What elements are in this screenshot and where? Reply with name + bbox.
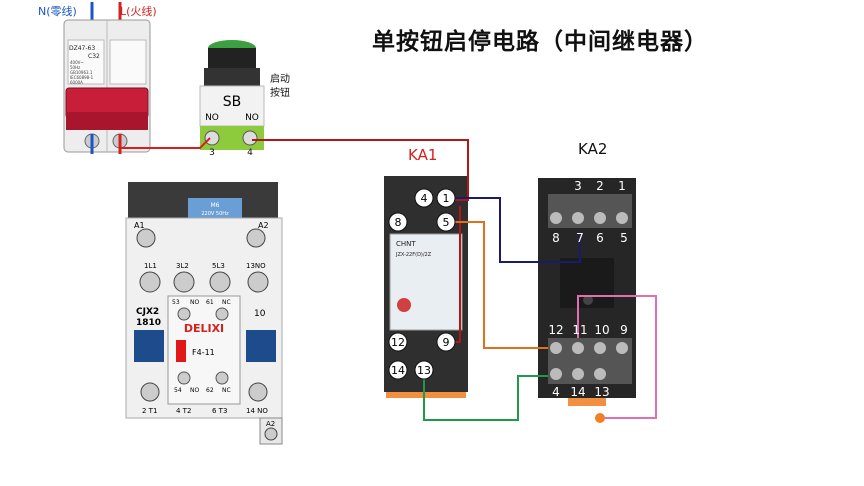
contactor-a2: A2 xyxy=(258,221,269,230)
ka2-row2-8: 8 xyxy=(552,231,560,245)
start-button[interactable]: SB NO NO 3 4 启动 按钮 xyxy=(199,40,290,158)
contactor-main-bottom-4: 14 NO xyxy=(246,407,268,415)
breaker-spec1: 400V~ xyxy=(70,60,84,65)
button-no-right: NO xyxy=(245,113,259,123)
aux-model: F4-11 xyxy=(192,348,215,357)
contactor: M6 220V 50Hz A1 A2 1L1 3L2 5L3 13NO 53 N… xyxy=(125,182,283,445)
aux-brand: DELIXI xyxy=(184,322,224,335)
ka1-terminal-1: 1 xyxy=(443,192,450,205)
contactor-nameplate-text: M6 xyxy=(211,202,220,209)
aux-top-1: 53 xyxy=(172,299,180,306)
wire-button-to-ka1-1 xyxy=(252,139,469,201)
ka1-terminal-13: 13 xyxy=(417,364,431,377)
contactor-voltage: 220V 50Hz xyxy=(201,211,229,217)
contactor-main-top-3: 5L3 xyxy=(212,262,225,270)
live-label: L(火线) xyxy=(120,4,157,18)
contactor-model: CJX2 xyxy=(136,307,159,317)
ka1-terminals: 4 1 8 5 12 9 14 13 xyxy=(388,188,456,380)
ka2-terminals: 3 2 1 8 7 6 5 12 11 10 9 4 14 13 xyxy=(548,179,632,399)
aux-bottom-3: 62 xyxy=(206,387,214,394)
ka2-row3-11: 11 xyxy=(572,323,587,337)
contactor-main-bottom-1: 2 T1 xyxy=(142,407,157,415)
ka2-top-1: 1 xyxy=(618,179,626,193)
button-name: SB xyxy=(223,94,242,110)
ka1-label: KA1 xyxy=(408,146,437,164)
ka2-bottom-13: 13 xyxy=(594,385,609,399)
breaker-spec4: IEC60898-1 xyxy=(70,75,94,80)
ka2-row3-12: 12 xyxy=(548,323,563,337)
ka2-row3-9: 9 xyxy=(620,323,628,337)
button-terminal-3: 3 xyxy=(209,148,215,158)
aux-bottom-4: NC xyxy=(222,387,231,394)
circuit-breaker: N(零线) L(火线) DZ47-63 C32 400V~ 50Hz GB109… xyxy=(38,2,157,154)
ka2-bottom-4: 4 xyxy=(552,385,560,399)
contactor-main-top-2: 3L2 xyxy=(176,262,189,270)
wire-ka1-13-to-ka2-4 xyxy=(423,372,556,421)
contactor-main-top-1: 1L1 xyxy=(144,262,157,270)
contactor-a1: A1 xyxy=(134,221,145,230)
ka1-terminal-14: 14 xyxy=(391,364,405,377)
button-caption-1: 启动 xyxy=(270,72,290,85)
aux-top-3: 61 xyxy=(206,299,214,306)
aux-bottom-1: 54 xyxy=(174,387,182,394)
contactor-main-top-4: 13NO xyxy=(246,262,266,270)
breaker-spec3: GB10963.1 xyxy=(70,70,93,75)
button-terminal-4: 4 xyxy=(247,148,253,158)
ka1-terminal-9: 9 xyxy=(443,336,450,349)
neutral-label: N(零线) xyxy=(38,4,77,18)
ka2-row3-10: 10 xyxy=(594,323,609,337)
wire-ka1-5-to-ka2-12 xyxy=(448,221,556,349)
ka2-top-3: 3 xyxy=(574,179,582,193)
button-caption-2: 按钮 xyxy=(270,86,290,99)
ka1-brand: CHNT xyxy=(396,240,416,248)
ka2-row2-5: 5 xyxy=(620,231,628,245)
ka2-row2-7: 7 xyxy=(576,231,584,245)
contactor-main-bottom-3: 6 T3 xyxy=(212,407,227,415)
contactor-nameplate xyxy=(188,198,242,218)
contactor-side-num: 10 xyxy=(254,309,266,319)
wire-ka2-11-loop xyxy=(577,295,657,419)
ka2-row2-6: 6 xyxy=(596,231,604,245)
ka2-label: KA2 xyxy=(578,140,607,158)
breaker-rating: C32 xyxy=(88,53,100,60)
ka1-model: JZX-22F(D)/2Z xyxy=(395,252,432,258)
aux-top-2: NO xyxy=(190,299,199,306)
breaker-model: DZ47-63 xyxy=(69,45,95,52)
ka2-bottom-14: 14 xyxy=(570,385,585,399)
ka2-top-2: 2 xyxy=(596,179,604,193)
button-no-left: NO xyxy=(205,113,219,123)
ka1-terminal-8: 8 xyxy=(395,216,402,229)
relay-ka1: KA1 CHNT JZX-22F(D)/2Z xyxy=(384,146,468,398)
ka1-terminal-4: 4 xyxy=(421,192,428,205)
diagram-title: 单按钮启停电路（中间继电器） xyxy=(372,29,708,55)
breaker-spec2: 50Hz xyxy=(70,65,80,70)
ka1-relay-body xyxy=(389,233,463,331)
aux-bottom-2: NO xyxy=(190,387,199,394)
ka1-terminal-12: 12 xyxy=(391,336,405,349)
wire-end-terminal xyxy=(595,413,605,423)
contactor-a2-bottom: A2 xyxy=(266,420,275,428)
contactor-model-num: 1810 xyxy=(136,318,161,328)
breaker-spec5: 6000A xyxy=(70,80,83,85)
aux-top-4: NC xyxy=(222,299,231,306)
wire-l-to-button xyxy=(120,137,211,149)
ka1-terminal-5: 5 xyxy=(443,216,450,229)
wire-ka1-1-to-ka2-7 xyxy=(450,197,581,263)
contactor-main-bottom-2: 4 T2 xyxy=(176,407,191,415)
wires xyxy=(120,137,657,423)
